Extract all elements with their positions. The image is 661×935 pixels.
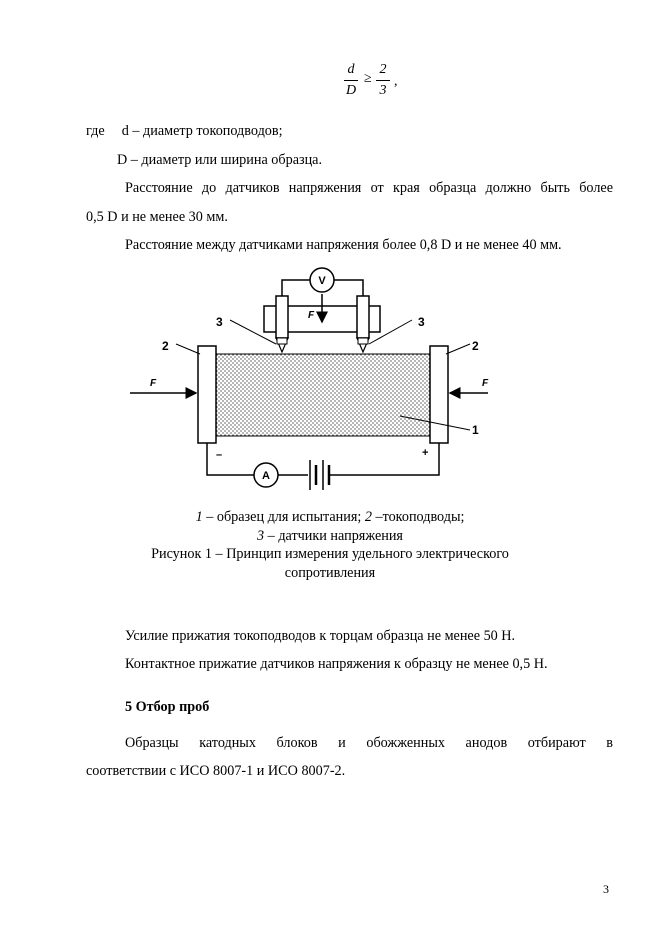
formula-comma: , [394, 74, 398, 89]
page-number: 3 [603, 882, 609, 896]
sensor-left-body [275, 295, 289, 339]
paragraph-2: Расстояние между датчиками напряжения бо… [125, 237, 562, 253]
polarity-plus: + [422, 447, 428, 459]
electrode-label-right: 2 [472, 339, 479, 353]
paragraph-4: Контактное прижатие датчиков напряжения … [125, 656, 548, 672]
sensor-right-body [356, 295, 370, 339]
formula-operator: ≥ [364, 71, 372, 86]
sample-body [215, 353, 431, 437]
electrode-left [197, 345, 217, 444]
electrode-right [429, 345, 449, 444]
polarity-minus: – [216, 449, 222, 461]
figure-title-line-1: Рисунок 1 – Принцип измерения удельного … [151, 546, 509, 562]
voltmeter-label: V [318, 275, 326, 287]
paragraph-3: Усилие прижатия токоподводов к торцам об… [125, 628, 516, 644]
where-line-1: где d – диаметр токоподводов; [86, 122, 283, 140]
fraction-left-numerator: d [347, 62, 355, 77]
d-definition: d – диаметр токоподводов; [121, 123, 283, 139]
D-definition: D – диаметр или ширина образца. [117, 152, 323, 168]
paragraph-1-line-2: 0,5 D и не менее 30 мм. [86, 209, 228, 225]
figure-title-line-2: сопротивления [284, 565, 376, 581]
sample-label: 1 [472, 423, 479, 437]
figure-legend-line-2: 3 – датчики напряжения [257, 528, 403, 544]
formula: d D ≥ 2 3 , [338, 62, 418, 106]
sensor-label-left: 3 [216, 315, 223, 329]
fraction-right: 2 3 [376, 62, 390, 99]
sensor-label-right: 3 [418, 315, 425, 329]
force-label-left: F [150, 378, 157, 389]
figure-diagram: F F V F 3 3 2 2 1 A – + [130, 267, 489, 490]
voltmeter-icon [309, 267, 335, 293]
fraction-left: d D [344, 62, 358, 99]
where-prefix: где [86, 123, 105, 139]
force-label-right: F [482, 378, 489, 389]
fraction-left-denominator: D [345, 83, 357, 98]
section-heading: 5 Отбор проб [125, 699, 210, 715]
fraction-right-numerator: 2 [379, 62, 387, 77]
force-label-top: F [308, 310, 315, 321]
figure-legend-line-1: 1 – образец для испытания; 2 –токоподвод… [195, 509, 465, 525]
ammeter-icon [253, 462, 279, 488]
paragraph-5-line-2: соответствии с ИСО 8007-1 и ИСО 8007-2. [86, 763, 346, 779]
fraction-right-denominator: 3 [379, 83, 387, 98]
paragraph-5-line-1: Образцы катодных блоков и обожженных ано… [125, 735, 613, 751]
electrode-label-left: 2 [162, 339, 169, 353]
battery-icon [309, 460, 331, 490]
paragraph-1-line-1: Расстояние до датчиков напряжения от кра… [125, 180, 613, 196]
ammeter-label: A [262, 470, 270, 482]
